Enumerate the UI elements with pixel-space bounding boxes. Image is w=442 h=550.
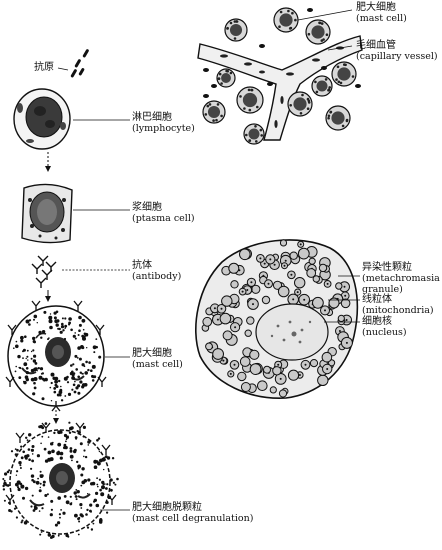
mast-cell-left-label: 肥大细胞 (mast cell) xyxy=(132,348,183,370)
plasma-cell xyxy=(21,183,73,244)
antigen-fragments xyxy=(70,49,89,78)
capillary-leader-line xyxy=(327,45,353,51)
enlarged-mast-cell xyxy=(194,239,359,399)
antigen-leader-line xyxy=(57,67,69,71)
antibody-cluster xyxy=(31,255,57,288)
nucleus xyxy=(255,303,329,361)
top-mast-cell-leader-line xyxy=(297,9,353,21)
capillary-label: 毛细血管 (capillary vessel) xyxy=(356,40,438,62)
arrow-antibody-to-mast xyxy=(45,290,51,302)
lymphocyte-label: 淋巴细胞 (lymphocyte) xyxy=(132,112,195,134)
nucleus-label: 细胞核 (nucleus) xyxy=(362,316,407,338)
mitochondria-label: 线粒体 (mitochondria) xyxy=(362,294,434,316)
plasma-cell-label: 浆细胞 (ptasma cell) xyxy=(132,202,195,224)
mast-cell-top-label: 肥大细胞 (mast cell) xyxy=(356,2,407,24)
metachromasia-granules xyxy=(201,239,353,398)
antibody-label: 抗体 (antibody) xyxy=(132,260,182,282)
antigen-label: 抗原 xyxy=(34,62,54,73)
top-mast-cell-cluster xyxy=(202,7,361,145)
mast-cell-degranulating xyxy=(2,421,119,539)
arrow-mast-to-degranulation xyxy=(53,410,59,424)
arrow-lymphocyte-to-plasma xyxy=(45,152,51,172)
mast-cell-sensitized xyxy=(5,300,107,412)
degranulation-label: 肥大细胞脱颗粒 (mast cell degranulation) xyxy=(132,502,254,524)
capillary-vessel xyxy=(197,35,363,141)
lymphocyte-cell xyxy=(13,88,71,150)
metachromasia-label: 异染性颗粒 (metachromasia granule) xyxy=(362,262,440,295)
